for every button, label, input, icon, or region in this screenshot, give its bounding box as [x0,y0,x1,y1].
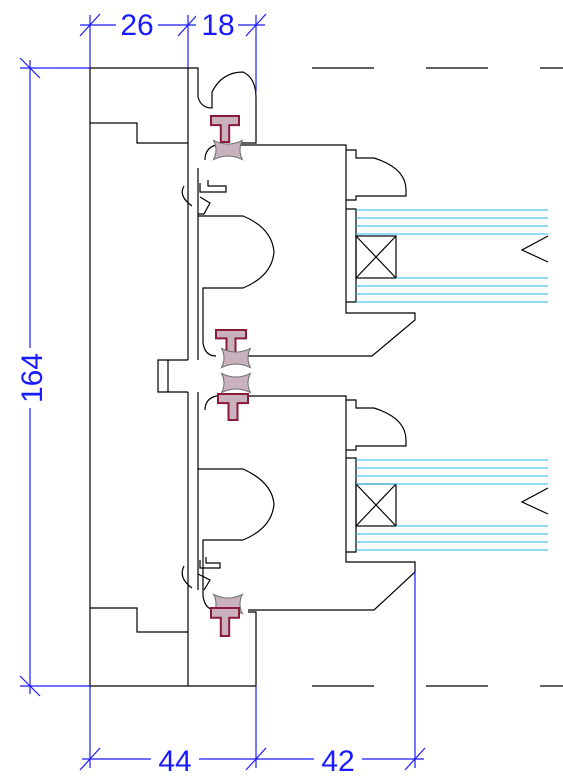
dim-label-overall-height: 164 [16,353,49,403]
upper-sash-profile [197,144,416,360]
gasket-bulb-mid-lower [220,372,252,394]
dim-label-bottom-right: 42 [321,745,354,778]
lower-sash-profile [197,392,416,611]
gasket-bulb-top [212,139,244,161]
lower-glass-pane [356,459,548,551]
opening-dashed-lines [312,67,563,687]
outer-frame-profile [89,67,257,687]
dimension-lines [19,13,426,771]
gasket-holder-bottom [210,607,240,637]
gasket-holder-mid-upper [215,329,247,355]
dim-label-bottom-left: 44 [158,745,191,778]
gasket-holder-top [210,115,240,143]
glass-break-lines [520,235,549,515]
weather-gaskets [210,115,252,637]
gasket-bulb-mid-upper [220,347,252,369]
dim-label-top-left: 26 [120,9,153,42]
dimension-labels: 26 18 164 44 42 [14,8,362,778]
sash-clips [181,180,227,591]
dim-label-top-right: 18 [201,9,234,42]
gasket-holder-mid-lower [217,393,249,421]
upper-glass-pane [356,209,548,303]
